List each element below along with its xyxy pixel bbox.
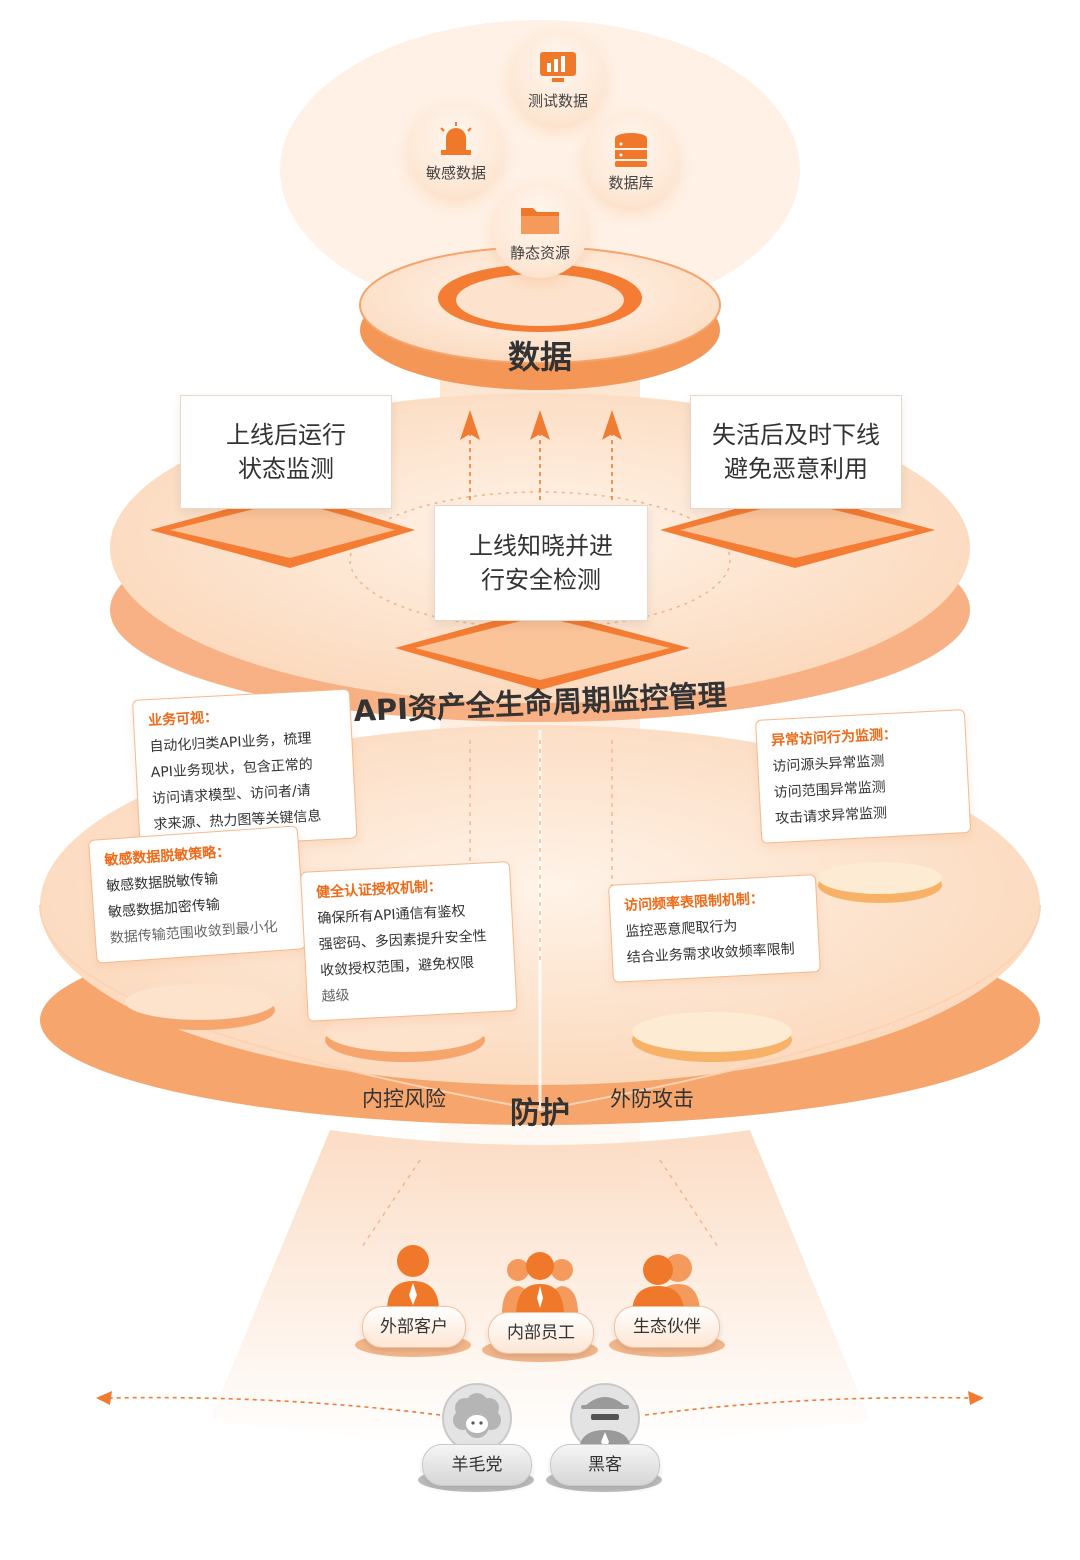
box-line: 状态监测 — [238, 455, 334, 483]
data-disc — [359, 246, 721, 390]
label-external-attack: 外防攻击 — [610, 1087, 694, 1111]
beam-dashes — [359, 740, 721, 1251]
alarm-light-icon — [436, 122, 476, 162]
card-abnormal-access: 异常访问行为监测： 访问源头异常监测 访问范围异常监测 攻击请求异常监测 — [755, 709, 972, 844]
box-line: 避免恶意利用 — [724, 455, 868, 483]
bubble-label: 测试数据 — [527, 92, 588, 110]
lifecycle-box-online-check: 上线知晓并进 行安全检测 — [434, 505, 648, 621]
diamond-platforms — [150, 492, 935, 690]
label-internal-risk: 内控风险 — [362, 1087, 446, 1111]
folder-icon — [519, 202, 561, 240]
bubble-label: 敏感数据 — [425, 164, 486, 182]
bubble-static-resources: 静态资源 — [492, 182, 588, 278]
lifecycle-box-runtime-monitor: 上线后运行 状态监测 — [180, 395, 392, 509]
card-pedestals — [125, 862, 942, 1062]
monitor-chart-icon — [538, 50, 578, 88]
card-business-visibility: 业务可视： 自动化归类API业务，梳理 API业务现状，包含正常的 访问请求模型… — [132, 688, 358, 850]
box-line: 上线知晓并进 — [469, 532, 613, 560]
group-icon — [502, 1250, 578, 1316]
card-rate-limit: 访问频率表限制机制： 监控恶意爬取行为 结合业务需求收敛频率限制 — [608, 874, 821, 983]
sheep-icon — [437, 1380, 517, 1456]
threat-wool-party: 羊毛党 — [422, 1444, 532, 1486]
user-external-customer: 外部客户 — [362, 1306, 466, 1348]
upward-arrows — [460, 410, 622, 500]
bubble-label: 数据库 — [608, 174, 654, 192]
lifecycle-box-offline: 失活后及时下线 避免恶意利用 — [690, 395, 902, 509]
threat-arrows — [96, 1391, 984, 1416]
data-glow — [280, 20, 800, 320]
box-line: 行安全检测 — [481, 566, 601, 594]
box-line: 上线后运行 — [226, 421, 346, 449]
user-eco-partner: 生态伙伴 — [614, 1306, 720, 1348]
partners-icon — [630, 1250, 702, 1314]
bubble-database: 数据库 — [583, 112, 679, 208]
threat-hacker: 黑客 — [550, 1444, 660, 1486]
bubble-test-data: 测试数据 — [510, 30, 606, 126]
bubble-label: 静态资源 — [509, 244, 570, 262]
box-line: 失活后及时下线 — [712, 421, 880, 449]
data-title: 数据 — [507, 338, 572, 376]
database-icon — [613, 132, 649, 174]
card-desensitization: 敏感数据脱敏策略： 敏感数据脱敏传输 敏感数据加密传输 数据传输范围收敛到最小化 — [88, 825, 307, 964]
bubble-sensitive-data: 敏感数据 — [408, 102, 504, 198]
card-auth: 健全认证授权机制： 确保所有API通信有鉴权 强密码、多因素提升安全性 收敛授权… — [300, 861, 518, 1022]
protection-title: 防护 — [510, 1096, 570, 1131]
person-icon — [383, 1243, 443, 1313]
user-internal-staff: 内部员工 — [488, 1312, 594, 1354]
